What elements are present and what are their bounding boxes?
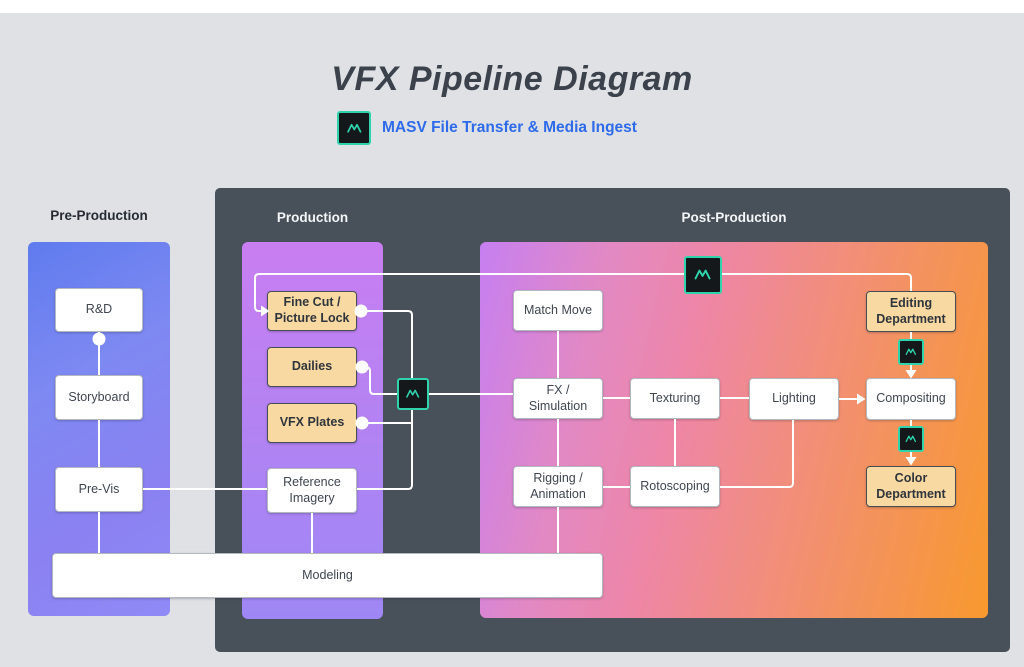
node-rnd: R&D	[55, 288, 143, 332]
node-dailies: Dailies	[267, 347, 357, 387]
node-storyboard: Storyboard	[55, 375, 143, 420]
masv-logo-icon	[337, 111, 371, 145]
node-reference-imagery: Reference Imagery	[267, 468, 357, 513]
node-previs: Pre-Vis	[55, 467, 143, 512]
section-label-production: Production	[276, 210, 349, 225]
masv-transfer-icon-production-ingest	[397, 378, 429, 410]
masv-transfer-icon-compositing-to-color	[898, 426, 924, 452]
node-match-move: Match Move	[513, 290, 603, 331]
section-label-post-production: Post-Production	[681, 210, 787, 225]
node-finecut: Fine Cut / Picture Lock	[267, 291, 357, 331]
node-color-department: Color Department	[866, 466, 956, 507]
page-title: VFX Pipeline Diagram	[331, 60, 693, 98]
subtitle-text: MASV File Transfer & Media Ingest	[382, 119, 637, 136]
node-editing-department: Editing Department	[866, 291, 956, 332]
section-label-pre-production: Pre-Production	[50, 208, 148, 223]
node-vfx-plates: VFX Plates	[267, 403, 357, 443]
masv-transfer-icon-feedback-line	[684, 256, 722, 294]
node-modeling: Modeling	[52, 553, 603, 598]
node-fx-simulation: FX / Simulation	[513, 378, 603, 419]
node-lighting: Lighting	[749, 378, 839, 420]
node-texturing: Texturing	[630, 378, 720, 419]
masv-transfer-icon-editing-to-compositing	[898, 339, 924, 365]
subtitle: MASV File Transfer & Media Ingest	[337, 111, 637, 145]
node-compositing: Compositing	[866, 378, 956, 420]
node-rigging-animation: Rigging / Animation	[513, 466, 603, 507]
node-rotoscoping: Rotoscoping	[630, 466, 720, 507]
